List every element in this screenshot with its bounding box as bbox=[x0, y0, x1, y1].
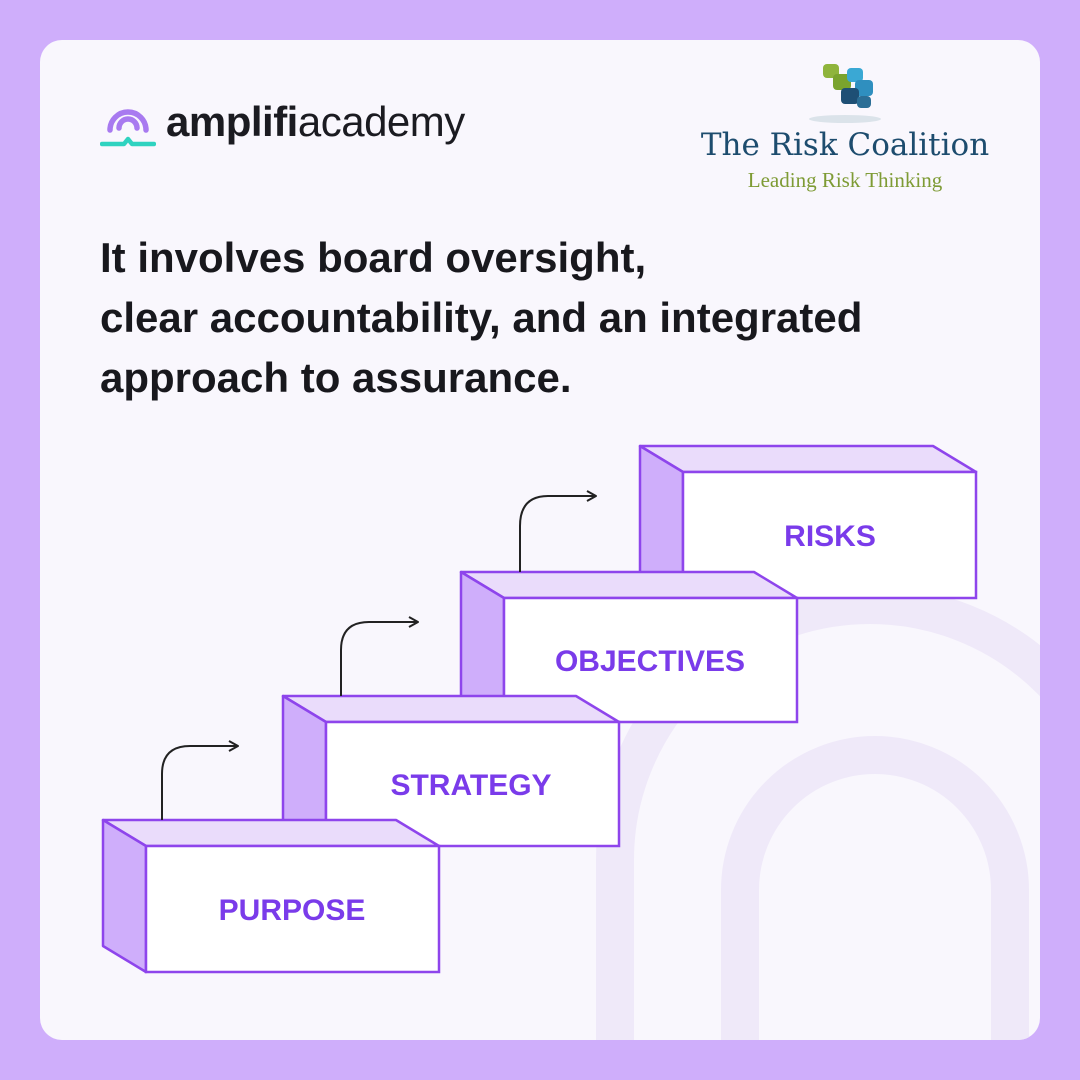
arrow-icon bbox=[519, 490, 597, 572]
risk-coalition-logo: The Risk Coalition Leading Risk Thinking bbox=[680, 58, 1010, 193]
step-label-risks: RISKS bbox=[784, 520, 876, 553]
step-label-objectives: OBJECTIVES bbox=[555, 645, 745, 678]
step-label-purpose: PURPOSE bbox=[219, 894, 366, 927]
brand-name-bold: amplifi bbox=[166, 98, 298, 145]
step-risks: RISKS bbox=[638, 444, 978, 600]
arrow-icon bbox=[161, 740, 239, 820]
partner-tagline: Leading Risk Thinking bbox=[747, 168, 943, 193]
brand-name-light: academy bbox=[297, 98, 465, 145]
step-label-strategy: STRATEGY bbox=[390, 769, 551, 802]
headline: It involves board oversight, clear accou… bbox=[100, 228, 1000, 408]
partner-name: The Risk Coalition bbox=[700, 127, 990, 163]
headline-line: clear accountability, and an integrated bbox=[100, 294, 863, 341]
risk-coalition-puzzle-icon bbox=[809, 64, 881, 123]
amplifi-logo-icon bbox=[100, 109, 156, 147]
staircase-diagram: RISKS OBJECTIVES STRATEGY PURPOSE bbox=[101, 444, 978, 974]
headline-line: approach to assurance. bbox=[100, 354, 572, 401]
amplifi-academy-logo: amplifiacademy bbox=[100, 92, 465, 152]
background-rings-decoration bbox=[596, 586, 1040, 1040]
step-purpose: PURPOSE bbox=[101, 818, 441, 974]
headline-line: It involves board oversight, bbox=[100, 234, 647, 281]
post-card: amplifiacademy The Risk Coalition Leadin… bbox=[40, 40, 1040, 1040]
arrow-icon bbox=[340, 616, 419, 696]
